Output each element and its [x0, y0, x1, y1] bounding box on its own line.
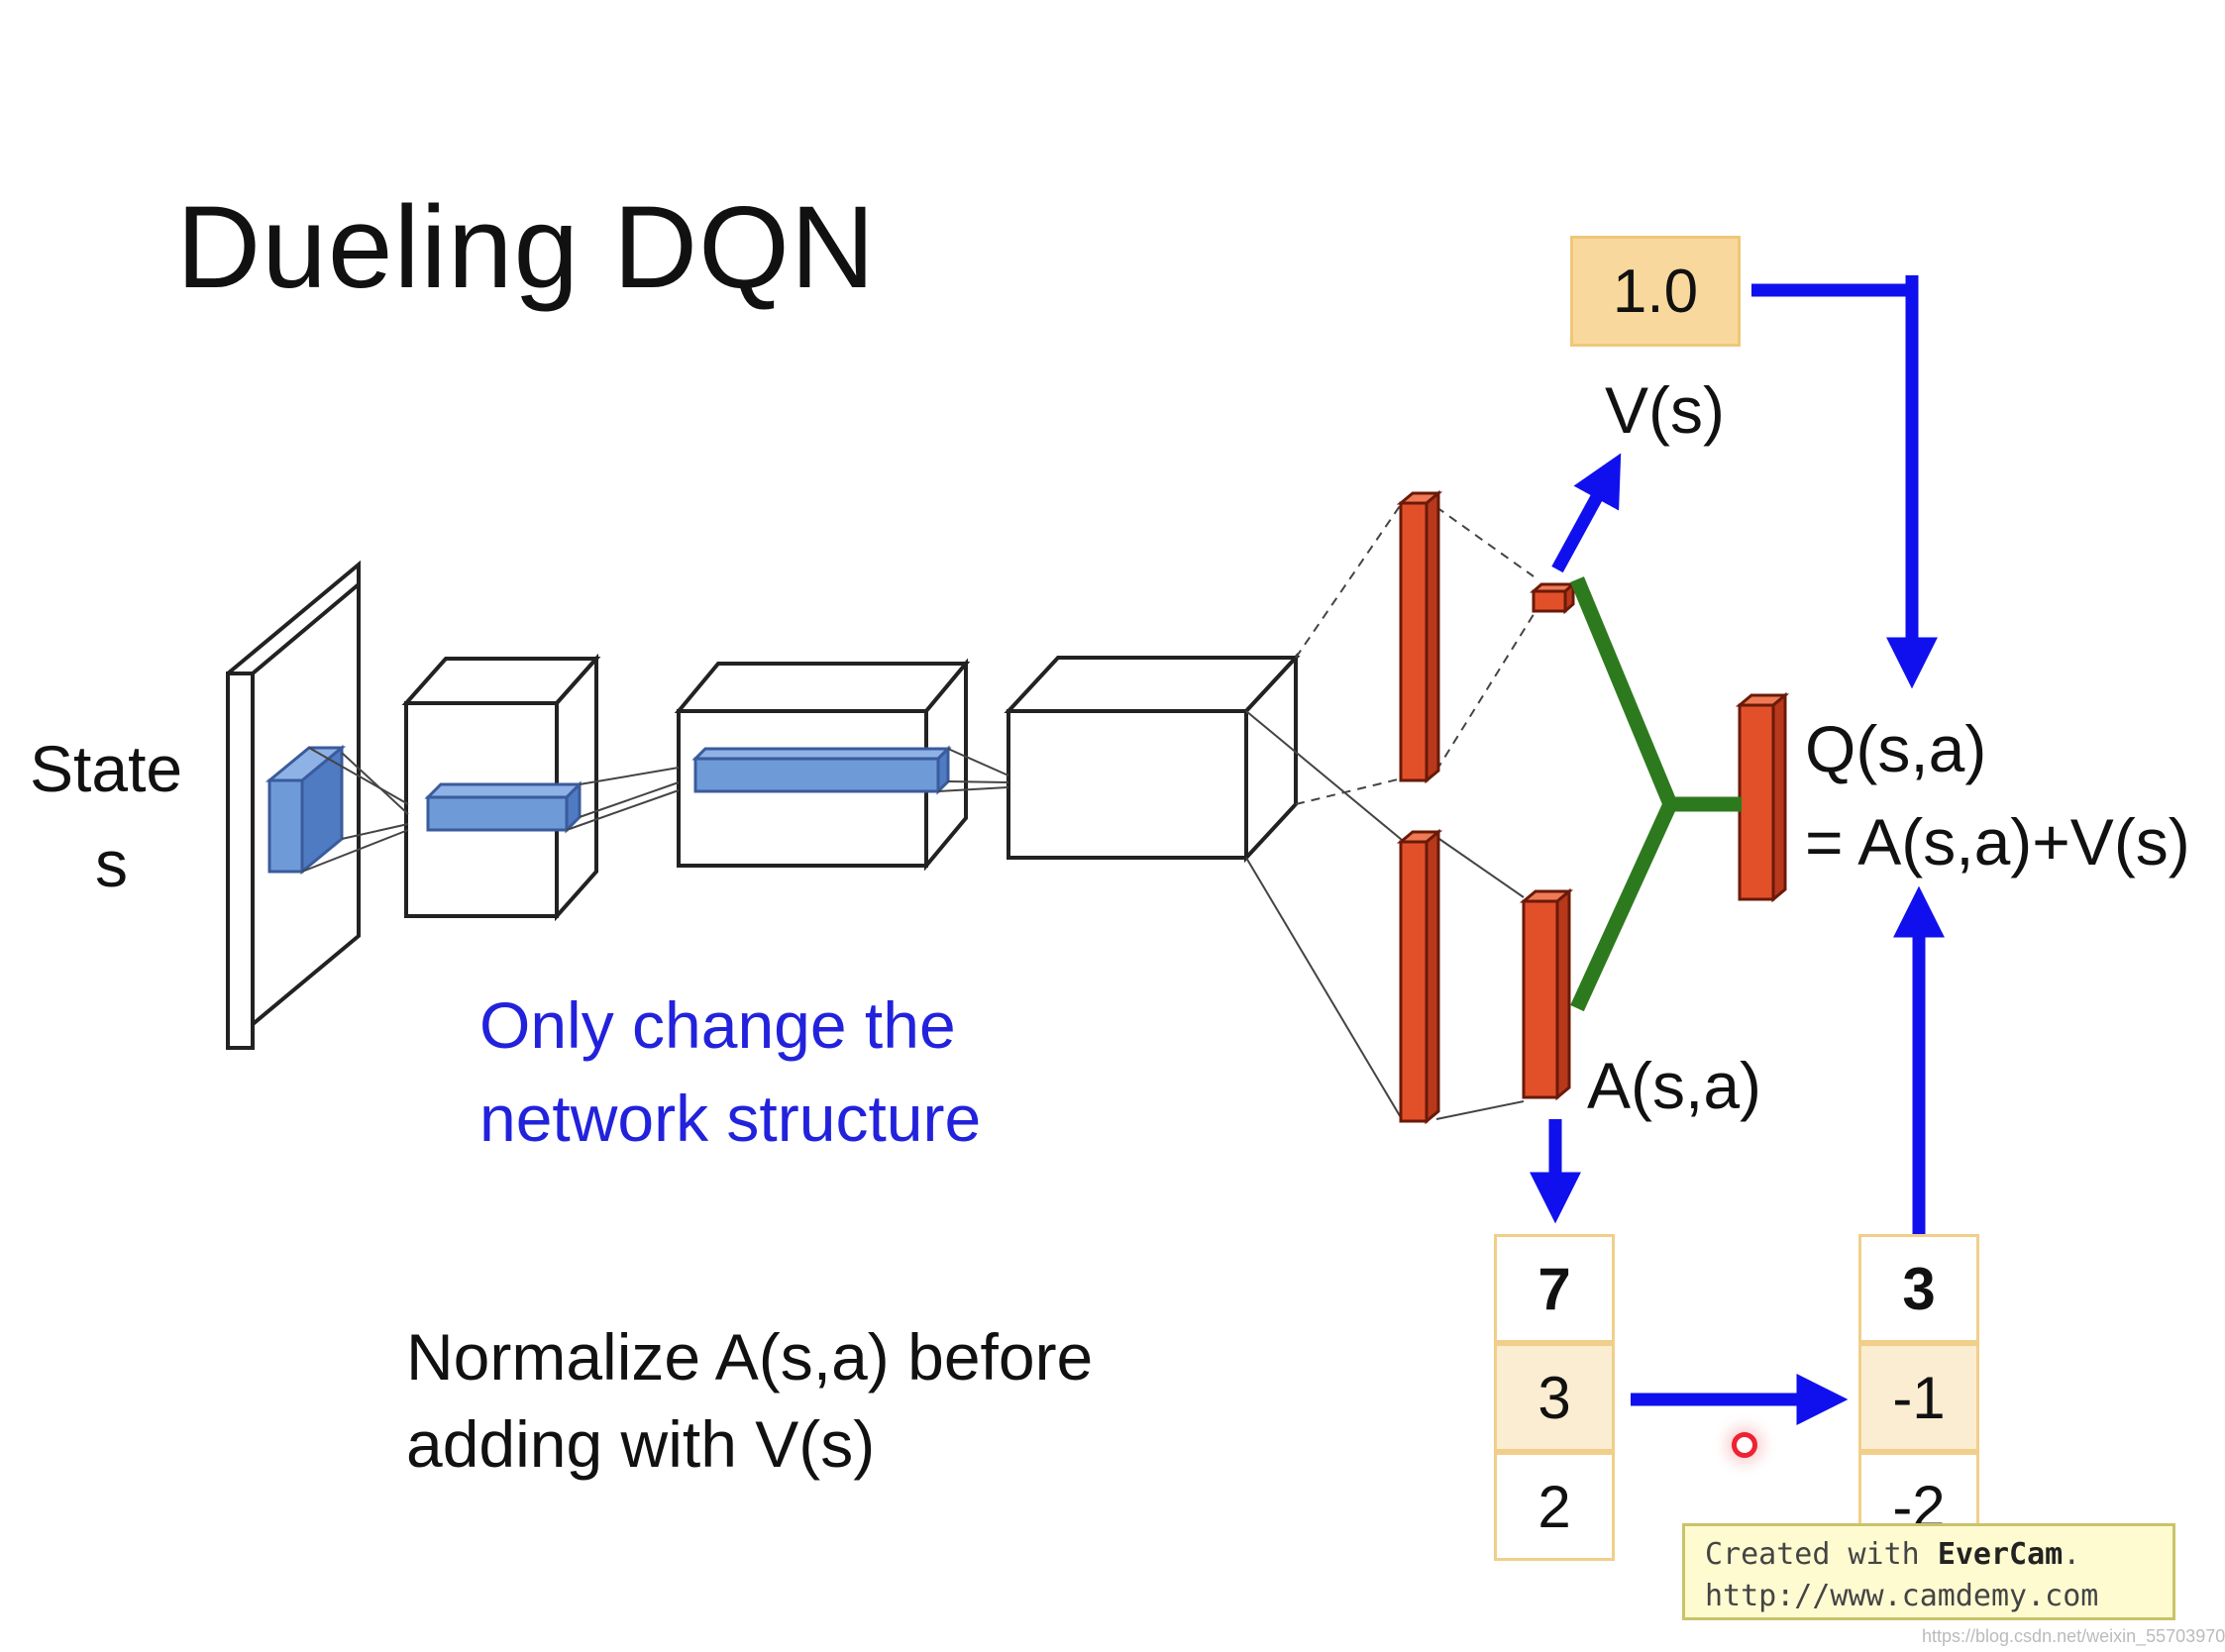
note-normalize: Normalize A(s,a) before adding with V(s): [406, 1313, 1093, 1488]
merge-lines: [1570, 576, 1742, 1012]
note-structure: Only change the network structure: [479, 979, 981, 1165]
arrow-to-v: [1551, 453, 1622, 573]
arrow-v-to-q: [1751, 283, 1938, 689]
state-label: State: [30, 732, 183, 805]
watermark-url: http://www.camdemy.com: [1705, 1579, 2099, 1613]
fc-layer-top: [1396, 489, 1443, 784]
watermark-brand: EverCam: [1937, 1537, 2064, 1572]
a-value-cell: 3: [1494, 1343, 1615, 1452]
note-normalize-line1: Normalize A(s,a) before: [406, 1320, 1094, 1394]
feature-bar-1: [424, 780, 583, 834]
feature-bar-2: [691, 745, 952, 795]
source-credit: https://blog.csdn.net/weixin_55703970: [1922, 1626, 2225, 1646]
watermark-suffix: .: [2063, 1537, 2081, 1572]
watermark: Created with EverCam. http://www.camdemy…: [1682, 1523, 2175, 1620]
value-node: [1530, 580, 1577, 615]
a-value-cell: 2: [1494, 1452, 1615, 1561]
v-label: V(s): [1605, 373, 1725, 447]
a-label: A(s,a): [1587, 1049, 1762, 1122]
note-structure-line2: network structure: [479, 1082, 982, 1155]
normalized-value-cell: -1: [1858, 1343, 1979, 1452]
state-symbol: s: [95, 827, 128, 900]
page-title: Dueling DQN: [176, 182, 877, 313]
v-value-box: 1.0: [1570, 236, 1741, 347]
conv-block-3: [1004, 652, 1301, 864]
q-formula: = A(s,a)+V(s): [1805, 805, 2190, 878]
a-value-cell: 7: [1494, 1234, 1615, 1343]
note-normalize-line2: adding with V(s): [406, 1407, 876, 1481]
dashed-connections: [1295, 502, 1538, 805]
mouse-cursor-icon: [1732, 1432, 1757, 1458]
note-structure-line1: Only change the: [479, 988, 956, 1062]
watermark-prefix: Created with: [1705, 1537, 1938, 1572]
receptive-field-lines: [301, 710, 1525, 1120]
fc-layer-bottom: [1396, 828, 1443, 1125]
q-output-layer: [1735, 691, 1790, 903]
advantage-layer: [1519, 887, 1574, 1101]
normalized-value-cell: 3: [1858, 1234, 1979, 1343]
q-label: Q(s,a): [1805, 712, 1987, 785]
